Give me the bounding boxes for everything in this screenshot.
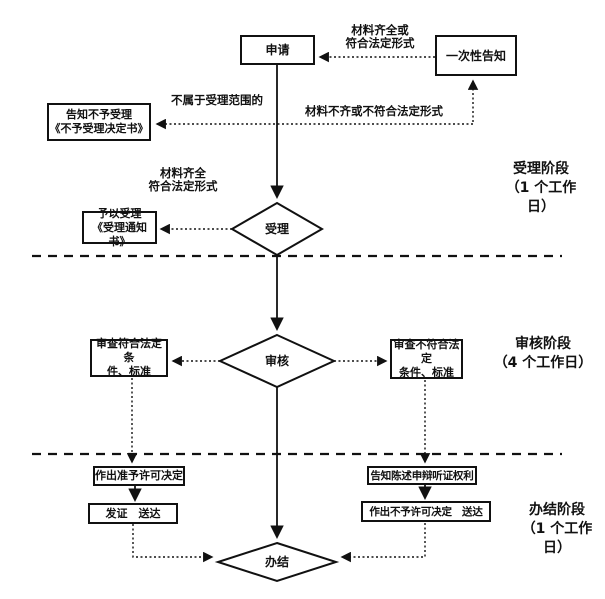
phase-label-review: 审核阶段 （4 个工作日） bbox=[493, 336, 593, 371]
accept-diamond-label: 受理 bbox=[264, 222, 289, 236]
decision-diamonds bbox=[214, 201, 340, 583]
node-review-fail: 审查不符合法定 条件、标准 bbox=[390, 338, 463, 379]
complete-diamond bbox=[214, 541, 340, 583]
node-apply: 申请 bbox=[240, 35, 315, 65]
node-grant-decision: 作出准予许可决定 bbox=[93, 466, 185, 486]
dotted-connectors bbox=[126, 51, 479, 563]
phase-label-complete: 办结阶段 （1 个工作 日） bbox=[521, 502, 593, 556]
node-review-pass: 审查符合法定条 件、标准 bbox=[90, 337, 168, 378]
edge-label-materials-ok-mid: 材料齐全 符合法定形式 bbox=[148, 166, 218, 193]
node-accept-notice: 予以受理 《受理通知书》 bbox=[82, 207, 157, 248]
phase-label-accept: 受理阶段 （1 个工作 日） bbox=[505, 161, 577, 215]
edge-label-materials-incomplete: 材料不齐或不符合法定形式 bbox=[305, 104, 443, 118]
edge-label-materials-ok-top: 材料齐全或 符合法定形式 bbox=[345, 23, 415, 50]
node-hearing-rights: 告知陈述申辩听证权利 bbox=[367, 466, 477, 485]
complete-diamond-label: 办结 bbox=[264, 555, 289, 569]
edge-label-not-in-scope: 不属于受理范围的 bbox=[171, 93, 263, 107]
accept-diamond bbox=[230, 201, 324, 257]
phase-separators bbox=[32, 254, 562, 456]
node-one-time-notice: 一次性告知 bbox=[435, 35, 517, 76]
node-reject-notice: 告知不予受理 《不予受理决定书》 bbox=[47, 103, 151, 141]
node-deny-deliver: 作出不予许可决定 送达 bbox=[361, 501, 491, 522]
review-diamond-label: 审核 bbox=[264, 354, 289, 368]
solid-connectors bbox=[128, 65, 432, 540]
review-diamond bbox=[217, 333, 337, 389]
node-issue-deliver: 发证 送达 bbox=[88, 503, 178, 524]
